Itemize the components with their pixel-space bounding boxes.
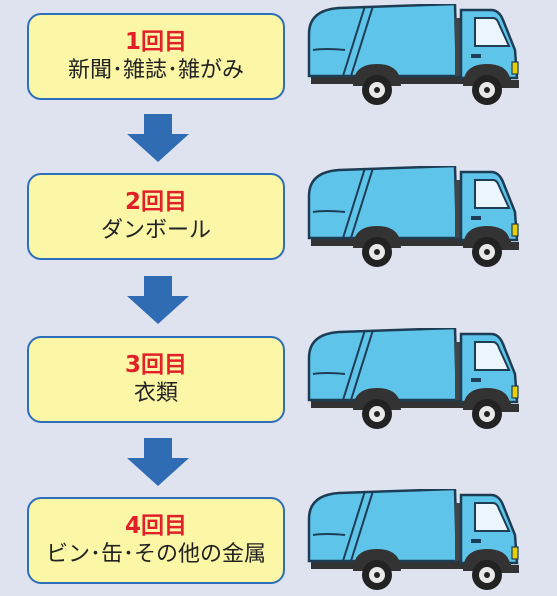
- garbage-truck-icon: [307, 489, 521, 592]
- step-title: 1回目: [124, 28, 187, 55]
- garbage-truck-icon: [307, 166, 521, 269]
- down-arrow-icon: [127, 438, 189, 486]
- step-title: 2回目: [124, 188, 187, 215]
- down-arrow-icon: [127, 276, 189, 324]
- step-box-1: 1回目 新聞･雑誌･雑がみ: [27, 13, 285, 100]
- step-box-4: 4回目 ビン･缶･その他の金属: [27, 497, 285, 584]
- garbage-truck-icon: [307, 328, 521, 431]
- step-title: 4回目: [124, 512, 187, 539]
- step-description: 新聞･雑誌･雑がみ: [67, 57, 244, 83]
- step-box-3: 3回目 衣類: [27, 336, 285, 423]
- step-title: 3回目: [124, 351, 187, 378]
- down-arrow-icon: [127, 114, 189, 162]
- step-description: ダンボール: [100, 217, 211, 243]
- garbage-truck-icon: [307, 4, 521, 107]
- step-description: ビン･缶･その他の金属: [45, 541, 266, 567]
- step-box-2: 2回目 ダンボール: [27, 173, 285, 260]
- step-description: 衣類: [133, 380, 178, 406]
